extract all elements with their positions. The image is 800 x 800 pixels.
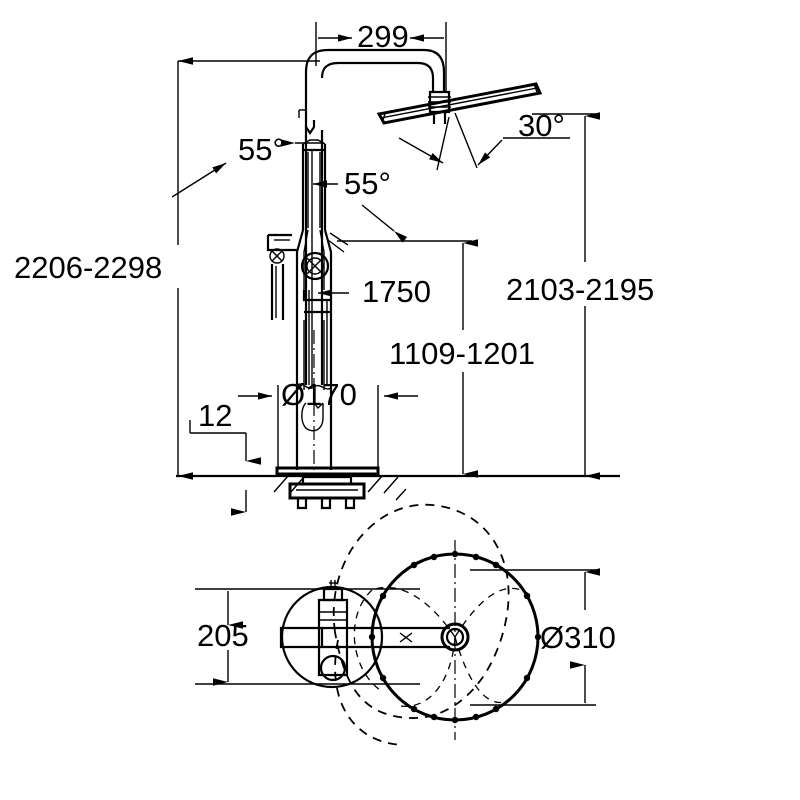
- dim-205-label: 205: [197, 618, 249, 653]
- plan-base-circle: [280, 585, 384, 689]
- angle-30-label: 30°: [518, 108, 565, 143]
- dim-2206-2298-label: 2206-2298: [14, 250, 162, 285]
- plan-valve-body: [279, 580, 349, 682]
- dim-1109-1201-group: 1109-1201: [389, 239, 535, 478]
- leader-valve-tick: [329, 232, 349, 246]
- shower-head-side-profile: [376, 82, 543, 125]
- angle-55-lower-label: 55°: [344, 166, 391, 201]
- floor-hatch: [273, 475, 407, 501]
- diverter-handle: [266, 233, 297, 320]
- dim-1750-label: 1750: [362, 274, 431, 309]
- dim-2103-2195-label: 2103-2195: [506, 272, 654, 307]
- dim-2206-2298-group: 2206-2298: [14, 57, 320, 480]
- dim-299-group: 299: [315, 19, 447, 92]
- temperature-control-knob: [300, 251, 330, 281]
- column-lower-shaft: [295, 290, 333, 470]
- dim-12-label: 12: [198, 398, 232, 433]
- floor-mounting-bracket: [288, 475, 366, 510]
- leader-valve-tick2: [327, 239, 345, 253]
- dim-12-group: 12: [189, 398, 270, 516]
- angle-30-group: 30°: [398, 108, 570, 171]
- angle-55-upper-label: 55°: [238, 132, 285, 167]
- dim-d170-group: Ø170: [238, 377, 418, 470]
- dim-d310-group: Ø310: [470, 568, 616, 706]
- hand-shower-holder: [302, 290, 332, 385]
- dim-205-group: 205: [197, 591, 249, 686]
- dim-1750-group: 1750: [318, 274, 431, 309]
- angle-55-upper-group: 55°: [171, 132, 324, 198]
- swing-envelope-upper: [332, 503, 510, 719]
- valve-body: [295, 139, 333, 290]
- dim-d310-label: Ø310: [540, 620, 616, 655]
- dim-d170-label: Ø170: [281, 377, 357, 412]
- dim-1109-1201-label: 1109-1201: [389, 336, 535, 371]
- column-outlet-detail: [301, 402, 324, 432]
- base-flange-plate: [275, 466, 380, 476]
- plan-shower-arm: [322, 626, 450, 649]
- plan-view-geometry: [195, 503, 542, 746]
- swing-envelope-lower: [334, 639, 403, 746]
- angle-55-lower-group: 55°: [313, 166, 408, 243]
- dim-2103-2195-group: 2103-2195: [506, 112, 654, 480]
- dim-299-label: 299: [357, 19, 409, 54]
